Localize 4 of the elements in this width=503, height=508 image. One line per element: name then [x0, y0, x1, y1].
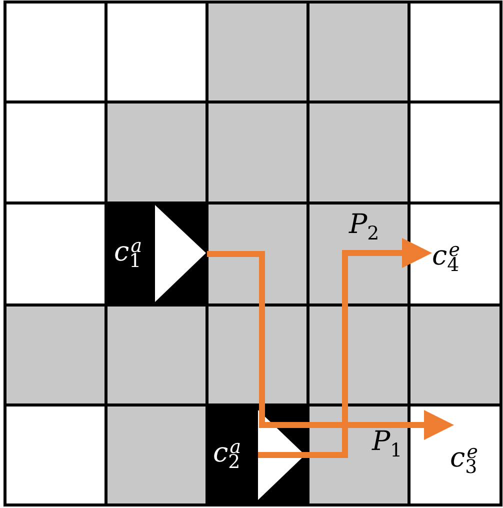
edge-label: P$_{1}$ — [372, 428, 402, 461]
arrow — [258, 238, 432, 458]
arrow — [207, 251, 454, 440]
edge-label: P$_{2}$ — [349, 211, 380, 244]
